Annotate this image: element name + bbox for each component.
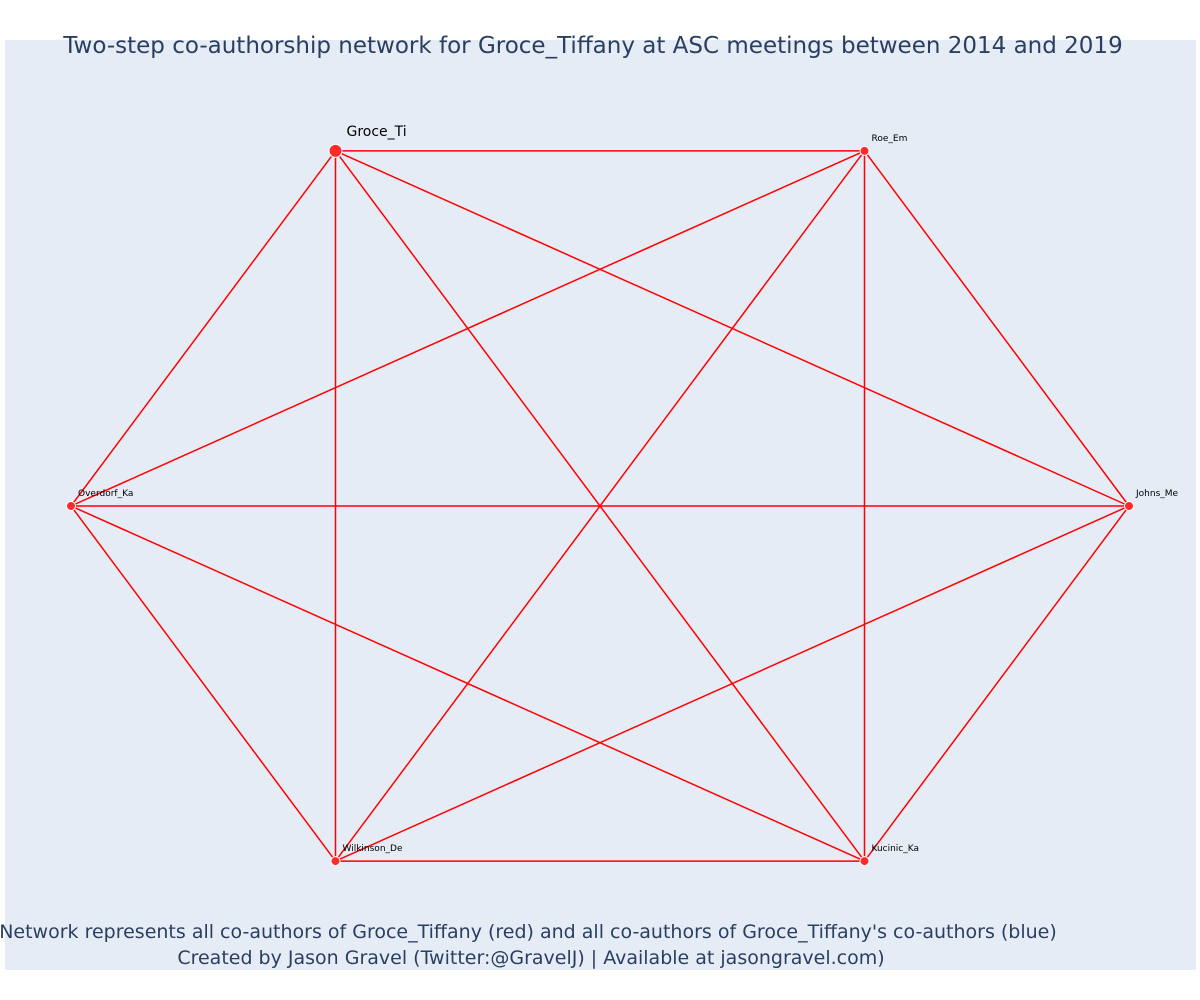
edge-Wilkinson_De-Overdorf_Ka (70, 505, 337, 862)
footer-line-2: Created by Jason Gravel (Twitter:@Gravel… (177, 947, 884, 969)
edge-Groce_Ti-Overdorf_Ka (70, 150, 337, 507)
node-Roe_Em[interactable] (859, 145, 870, 156)
edge-Roe_Em-Overdorf_Ka (70, 150, 865, 507)
node-label-Kucinic_Ka: Kucinic_Ka (872, 844, 920, 854)
node-Johns_Me[interactable] (1124, 501, 1134, 511)
node-Kucinic_Ka[interactable] (859, 856, 870, 867)
footer-line-1: Network represents all co-authors of Gro… (0, 921, 1057, 943)
edge-Kucinic_Ka-Overdorf_Ka (70, 505, 865, 862)
node-label-Overdorf_Ka: Overdorf_Ka (78, 489, 133, 499)
node-Groce_Ti[interactable] (328, 143, 343, 158)
node-Wilkinson_De[interactable] (330, 856, 341, 867)
node-label-Johns_Me: Johns_Me (1135, 489, 1179, 499)
nodes-layer (66, 143, 1134, 867)
edge-Roe_Em-Johns_Me (863, 150, 1130, 507)
chart-title: Two-step co-authorship network for Groce… (62, 33, 1122, 59)
node-label-Groce_Ti: Groce_Ti (347, 124, 407, 140)
node-label-Roe_Em: Roe_Em (872, 134, 908, 144)
node-label-Wilkinson_De: Wilkinson_De (343, 844, 403, 854)
edge-Johns_Me-Kucinic_Ka (863, 505, 1130, 862)
edge-Johns_Me-Wilkinson_De (335, 505, 1130, 862)
edges-layer (70, 150, 1130, 862)
node-Overdorf_Ka[interactable] (66, 501, 76, 511)
